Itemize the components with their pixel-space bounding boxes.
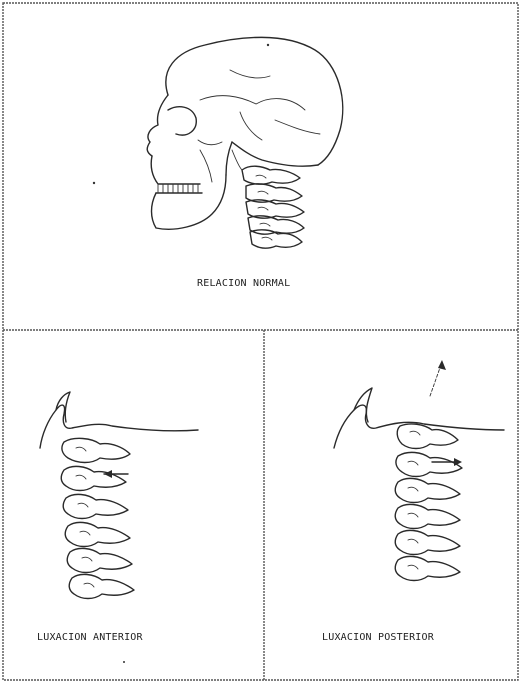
caption-normal-relation: RELACION NORMAL	[197, 278, 290, 289]
posterior-luxation-spine-illustration	[264, 330, 521, 680]
panel-anterior-luxation: LUXACION ANTERIOR	[0, 330, 264, 680]
anterior-luxation-spine-illustration	[0, 330, 264, 680]
caption-anterior-luxation: LUXACION ANTERIOR	[37, 632, 143, 643]
panel-posterior-luxation: LUXACION POSTERIOR	[264, 330, 521, 680]
arrow-icon	[104, 470, 128, 478]
panel-normal-relation: RELACION NORMAL	[0, 0, 521, 330]
arrow-icon	[430, 360, 446, 396]
caption-posterior-luxation: LUXACION POSTERIOR	[322, 632, 434, 643]
